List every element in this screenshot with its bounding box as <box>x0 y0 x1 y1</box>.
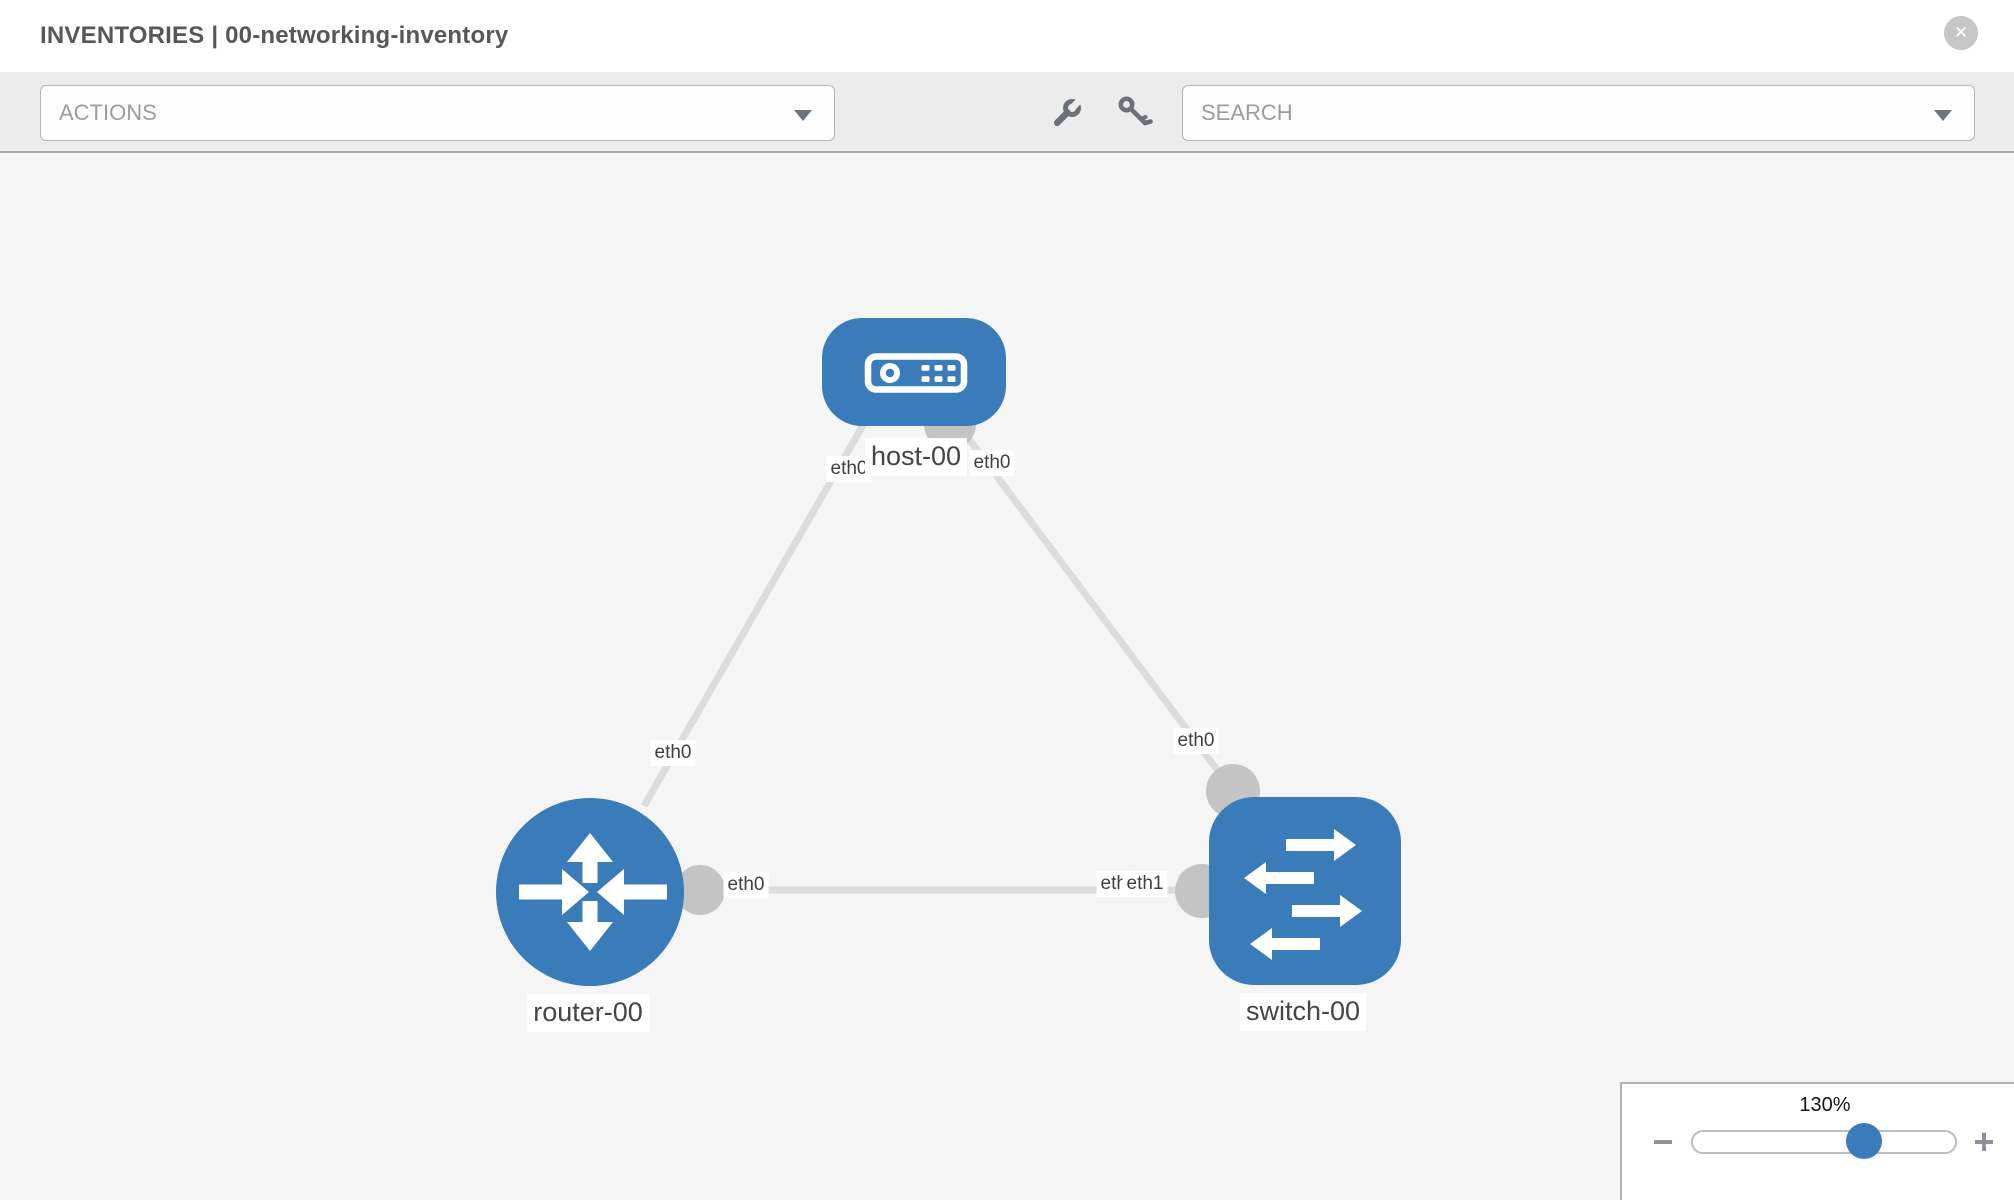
node-label-router: router-00 <box>527 994 649 1032</box>
host-node[interactable] <box>822 318 1006 426</box>
chevron-down-icon <box>794 110 812 121</box>
zoom-in-button[interactable]: + <box>1962 1120 2006 1164</box>
zoom-level: 130% <box>1799 1094 1851 1116</box>
zoom-out-button[interactable]: − <box>1641 1120 1685 1164</box>
header: INVENTORIES | 00-networking-inventory ✕ <box>0 0 2014 72</box>
key-icon[interactable] <box>1117 96 1153 132</box>
interface-label: eth0 <box>1173 728 1219 754</box>
router-node[interactable] <box>496 798 684 986</box>
interface-label: eth0 <box>723 872 769 898</box>
interface-label: eth1 <box>1122 871 1168 897</box>
topology-canvas[interactable]: eth0 eth0 eth0 eth0 eth0 eth0 eth1 host-… <box>0 153 2014 1200</box>
toolbar: ACTIONS SEARC <box>0 72 2014 153</box>
search-dropdown[interactable]: SEARCH <box>1182 85 1975 141</box>
chevron-down-icon <box>1934 110 1952 121</box>
actions-dropdown[interactable]: ACTIONS <box>40 85 835 141</box>
node-label-host: host-00 <box>864 438 968 476</box>
page-title: INVENTORIES | 00-networking-inventory <box>40 22 509 49</box>
interface-label: eth0 <box>969 450 1015 476</box>
wrench-icon[interactable] <box>1048 96 1084 132</box>
node-label-switch: switch-00 <box>1239 993 1367 1031</box>
zoom-slider-knob[interactable] <box>1846 1123 1882 1159</box>
interface-connectors <box>675 398 1260 918</box>
search-dropdown-label: SEARCH <box>1201 100 1293 125</box>
switch-node[interactable] <box>1209 797 1401 985</box>
router-icon <box>519 833 667 951</box>
actions-dropdown-label: ACTIONS <box>59 100 157 125</box>
close-button[interactable]: ✕ <box>1944 16 1978 50</box>
interface-label: eth0 <box>826 456 872 482</box>
topology-links <box>640 418 1236 894</box>
switch-icon <box>1244 829 1362 960</box>
close-icon: ✕ <box>1953 23 1969 42</box>
host-icon <box>864 353 968 393</box>
interface-label: eth0 <box>650 740 696 766</box>
zoom-slider-track[interactable] <box>1691 1130 1957 1154</box>
interface-connector <box>675 865 725 915</box>
zoom-panel: 130% − + <box>1620 1082 2014 1200</box>
